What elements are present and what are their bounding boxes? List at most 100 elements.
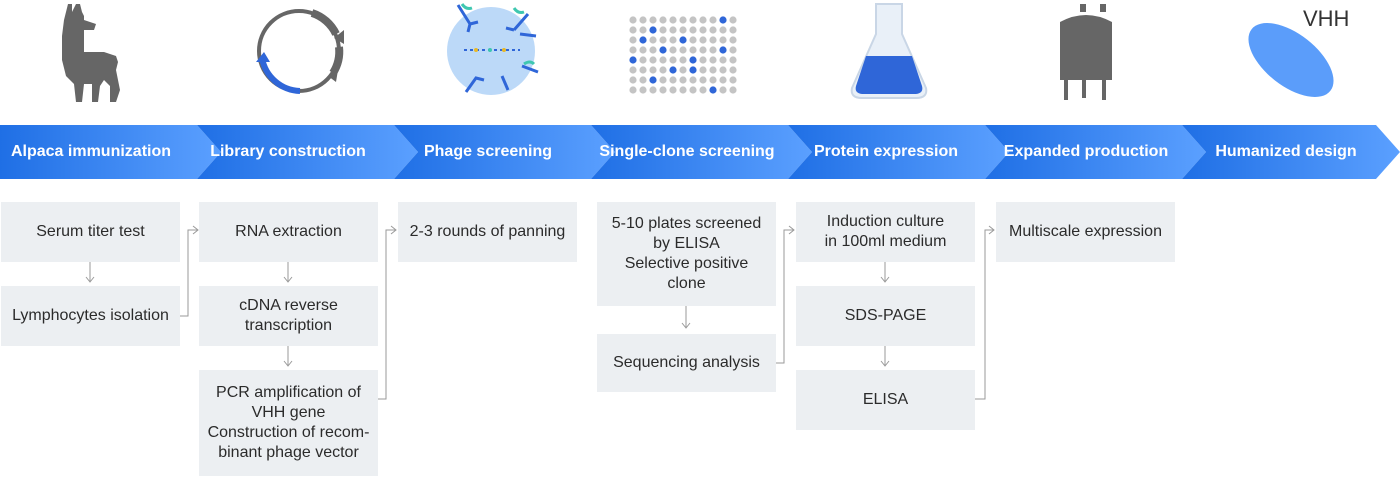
plate-well <box>689 36 697 44</box>
step-sds-page: SDS-PAGE <box>796 286 975 346</box>
plate-well <box>669 46 677 54</box>
plate-well <box>639 36 647 44</box>
step-text: SDS-PAGE <box>844 307 927 324</box>
step-text: Lymphocytes isolation <box>12 307 169 324</box>
vhh-icon <box>1248 23 1334 97</box>
plate-well <box>679 86 687 94</box>
stage-chevron <box>591 125 812 179</box>
plate-well <box>729 26 737 34</box>
stage-label: Expanded production <box>1003 143 1169 160</box>
plate-well <box>669 36 677 44</box>
step-induction-culture: Induction culture in 100ml medium <box>796 202 975 262</box>
step-text: by ELISA <box>653 235 720 252</box>
plate-well <box>649 46 657 54</box>
plate-well <box>629 76 637 84</box>
plate-well <box>659 16 667 24</box>
plate-well <box>729 56 737 64</box>
step-text: cDNA reverse <box>239 297 338 314</box>
plate-well <box>639 86 647 94</box>
plate-well <box>709 66 717 74</box>
step-text: transcription <box>244 317 333 334</box>
stage-chevron <box>788 125 1009 179</box>
stage-label: Humanized design <box>1215 143 1357 160</box>
plate-well <box>629 56 637 64</box>
stage-chevron <box>197 125 418 179</box>
plate-well <box>679 26 687 34</box>
flask-icon <box>850 3 928 99</box>
plate-well <box>699 86 707 94</box>
plate-well <box>679 66 687 74</box>
plate-well <box>639 76 647 84</box>
plate-well <box>719 26 727 34</box>
alpaca-icon <box>62 4 120 102</box>
plate-well <box>649 16 657 24</box>
step-text: Selective positive <box>624 255 749 272</box>
step-text: Sequencing analysis <box>613 354 760 371</box>
plate-well <box>699 26 707 34</box>
plate-well <box>689 46 697 54</box>
plate-well <box>649 26 657 34</box>
plate-well <box>729 16 737 24</box>
plate-well <box>729 46 737 54</box>
step-lymphocytes-isolation: Lymphocytes isolation <box>1 286 180 346</box>
plate-well <box>719 16 727 24</box>
plate-well <box>699 56 707 64</box>
plate-well <box>729 36 737 44</box>
plate-well <box>689 86 697 94</box>
plate-well <box>709 46 717 54</box>
plate-well <box>679 56 687 64</box>
plate-well <box>729 86 737 94</box>
step-cdna-reverse-transcription: cDNA reverse transcription <box>199 286 378 346</box>
step-elisa: ELISA <box>796 370 975 430</box>
plate-well <box>659 76 667 84</box>
plate-well <box>669 56 677 64</box>
plate-well <box>719 46 727 54</box>
stage-label: Single-clone screening <box>599 143 775 160</box>
plate-well <box>629 46 637 54</box>
plate-well <box>699 46 707 54</box>
step-serum-titer-test: Serum titer test <box>1 202 180 262</box>
plate-well <box>709 36 717 44</box>
step-text: Multiscale expression <box>1009 223 1162 240</box>
step-panning: 2-3 rounds of panning <box>398 202 577 262</box>
plate-well <box>659 46 667 54</box>
plate-well <box>719 36 727 44</box>
stage-label: Library construction <box>210 143 366 160</box>
plate-well <box>639 26 647 34</box>
plate-well <box>629 26 637 34</box>
plasmid-icon <box>256 9 344 94</box>
plate-well <box>709 86 717 94</box>
plate-well <box>699 66 707 74</box>
plate-well <box>649 36 657 44</box>
step-text: in 100ml medium <box>824 233 947 250</box>
plate-well <box>639 46 647 54</box>
step-text: clone <box>667 275 706 292</box>
plate-well <box>729 66 737 74</box>
plate-well <box>659 36 667 44</box>
plate-well <box>669 66 677 74</box>
stage-label: Phage screening <box>423 143 553 160</box>
plate-well <box>689 16 697 24</box>
plate-well <box>629 66 637 74</box>
plate-well <box>729 76 737 84</box>
plate-well <box>639 16 647 24</box>
plate-well <box>649 86 657 94</box>
step-text: RNA extraction <box>235 223 342 240</box>
plate-icon <box>629 16 737 94</box>
phage-icon <box>447 3 539 95</box>
plate-well <box>679 46 687 54</box>
step-text: binant phage vector <box>218 444 359 461</box>
plate-well <box>629 16 637 24</box>
plate-well <box>639 56 647 64</box>
plate-well <box>719 56 727 64</box>
plate-well <box>669 76 677 84</box>
stage-label: Protein expression <box>813 143 959 160</box>
plate-well <box>699 36 707 44</box>
stage-label: Alpaca immunization <box>10 143 172 160</box>
plate-well <box>629 36 637 44</box>
step-pcr-amplification: PCR amplification of VHH gene Constructi… <box>199 370 378 476</box>
step-plates-screened: 5-10 plates screened by ELISA Selective … <box>597 202 776 306</box>
step-text: PCR amplification of <box>216 384 361 401</box>
plate-well <box>669 26 677 34</box>
